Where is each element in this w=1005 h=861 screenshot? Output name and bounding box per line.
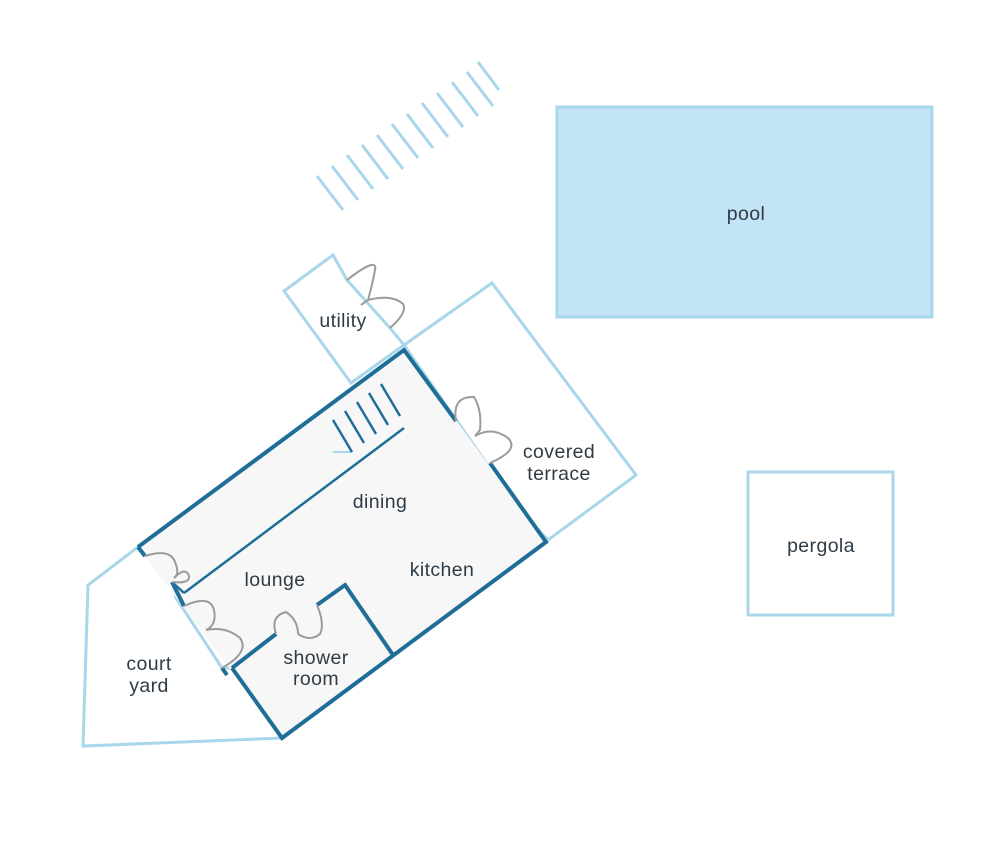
covered-terrace-label-line2: terrace — [527, 463, 591, 485]
courtyard-door-lower — [183, 599, 244, 669]
utility-door — [346, 263, 406, 329]
pool-label: pool — [727, 203, 765, 225]
shower-room-label-line1: shower — [283, 647, 348, 669]
garden-steps — [315, 61, 501, 211]
terrace-door — [454, 395, 513, 464]
shower-door — [273, 604, 323, 639]
house-interior — [138, 350, 546, 738]
pergola — [746, 470, 895, 617]
lounge-label: lounge — [245, 569, 306, 591]
staircase — [331, 383, 402, 453]
walls — [136, 347, 549, 741]
kitchen-label: kitchen — [410, 559, 475, 581]
court-yard-label-line1: court — [126, 653, 172, 675]
lounge-divider-wall — [183, 427, 405, 594]
pergola-label: pergola — [787, 535, 855, 557]
covered-terrace-label-line1: covered — [523, 441, 595, 463]
shower-room-label-line2: room — [293, 668, 339, 690]
doors — [144, 263, 513, 669]
utility-label: utility — [319, 310, 366, 332]
pool — [555, 105, 934, 319]
dining-label: dining — [353, 491, 407, 513]
court-yard-label-line2: yard — [129, 675, 169, 697]
courtyard-door-upper — [144, 552, 191, 584]
